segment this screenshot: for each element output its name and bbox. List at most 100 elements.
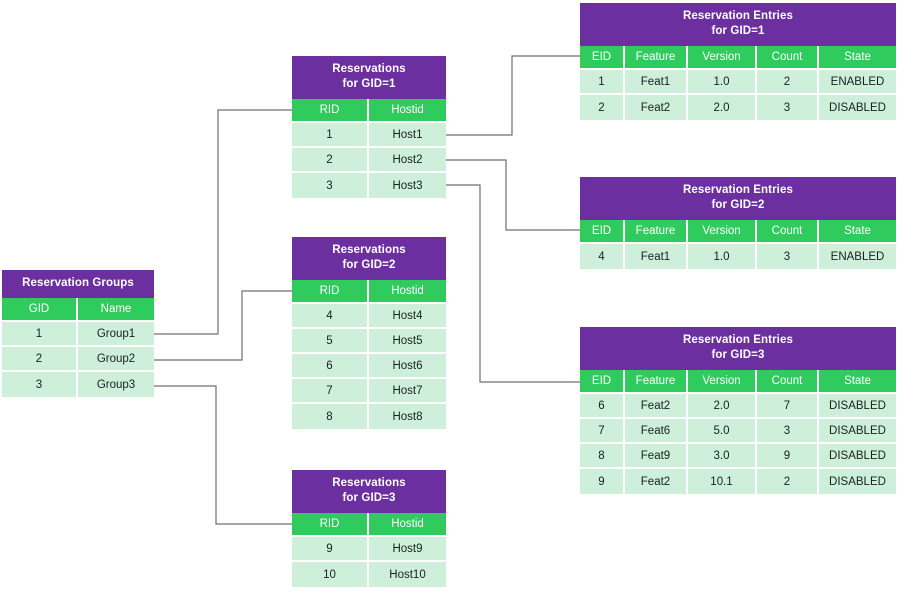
cell-state: DISABLED [819, 444, 896, 469]
table-reservations-gid3: Reservations for GID=3 RID Hostid 9 Host… [292, 470, 446, 587]
cell-rid: 3 [292, 173, 369, 198]
column-header-rid: RID [292, 280, 369, 304]
cell-feature: Feat6 [625, 419, 688, 444]
table-header-row: EID Feature Version Count State [580, 220, 896, 244]
cell-feature: Feat2 [625, 469, 688, 494]
cell-version: 3.0 [688, 444, 757, 469]
cell-hostid: Host7 [369, 379, 446, 404]
cell-eid: 7 [580, 419, 625, 444]
cell-name: Group3 [78, 372, 154, 397]
table-row[interactable]: 3 Host3 [292, 173, 446, 198]
cell-state: ENABLED [819, 70, 896, 95]
column-header-version: Version [688, 46, 757, 70]
table-title-reservations-gid1: Reservations for GID=1 [292, 56, 446, 99]
column-header-count: Count [757, 46, 819, 70]
cell-version: 10.1 [688, 469, 757, 494]
table-title-line1: Reservation Entries [683, 184, 793, 196]
table-row[interactable]: 6 Feat2 2.0 7 DISABLED [580, 394, 896, 419]
connector-res1-row3-to-entries3 [446, 184, 580, 383]
table-row[interactable]: 7 Feat6 5.0 3 DISABLED [580, 419, 896, 444]
cell-rid: 1 [292, 123, 369, 148]
table-row[interactable]: 2 Feat2 2.0 3 DISABLED [580, 95, 896, 120]
cell-rid: 6 [292, 354, 369, 379]
cell-hostid: Host5 [369, 329, 446, 354]
cell-hostid: Host6 [369, 354, 446, 379]
table-row[interactable]: 8 Feat9 3.0 9 DISABLED [580, 444, 896, 469]
column-header-hostid: Hostid [369, 99, 446, 123]
cell-eid: 4 [580, 244, 625, 269]
table-title-entries-gid3: Reservation Entries for GID=3 [580, 327, 896, 370]
cell-count: 2 [757, 469, 819, 494]
table-title-line1: Reservations [332, 477, 406, 489]
table-row[interactable]: 4 Feat1 1.0 3 ENABLED [580, 244, 896, 269]
column-header-state: State [819, 220, 896, 244]
table-reservations-gid2: Reservations for GID=2 RID Hostid 4 Host… [292, 237, 446, 429]
table-row[interactable]: 5 Host5 [292, 329, 446, 354]
table-title-line2: for GID=1 [342, 78, 396, 90]
table-row[interactable]: 10 Host10 [292, 562, 446, 587]
cell-version: 1.0 [688, 244, 757, 269]
cell-count: 3 [757, 419, 819, 444]
cell-count: 7 [757, 394, 819, 419]
cell-eid: 9 [580, 469, 625, 494]
table-row[interactable]: 9 Host9 [292, 537, 446, 562]
cell-name: Group2 [78, 347, 154, 372]
cell-feature: Feat1 [625, 70, 688, 95]
table-row[interactable]: 4 Host4 [292, 304, 446, 329]
table-header-row: GID Name [2, 298, 154, 322]
connector-res1-row2-to-entries2 [446, 159, 580, 231]
cell-gid: 3 [2, 372, 78, 397]
table-header-row: EID Feature Version Count State [580, 370, 896, 394]
table-header-row: RID Hostid [292, 280, 446, 304]
column-header-name: Name [78, 298, 154, 322]
table-title-line2: for GID=2 [342, 259, 396, 271]
table-row[interactable]: 6 Host6 [292, 354, 446, 379]
cell-rid: 8 [292, 404, 369, 429]
cell-state: DISABLED [819, 394, 896, 419]
cell-hostid: Host9 [369, 537, 446, 562]
table-row[interactable]: 2 Group2 [2, 347, 154, 372]
table-row[interactable]: 1 Group1 [2, 322, 154, 347]
cell-eid: 6 [580, 394, 625, 419]
cell-rid: 10 [292, 562, 369, 587]
table-title-reservations-gid3: Reservations for GID=3 [292, 470, 446, 513]
cell-version: 2.0 [688, 394, 757, 419]
connector-group3-to-res3 [154, 385, 292, 525]
connector-group1-to-res1 [154, 109, 292, 335]
column-header-feature: Feature [625, 370, 688, 394]
table-header-row: RID Hostid [292, 99, 446, 123]
column-header-hostid: Hostid [369, 513, 446, 537]
cell-name: Group1 [78, 322, 154, 347]
column-header-gid: GID [2, 298, 78, 322]
cell-hostid: Host8 [369, 404, 446, 429]
column-header-rid: RID [292, 513, 369, 537]
cell-feature: Feat2 [625, 394, 688, 419]
table-reservations-gid1: Reservations for GID=1 RID Hostid 1 Host… [292, 56, 446, 198]
table-row[interactable]: 3 Group3 [2, 372, 154, 397]
column-header-version: Version [688, 220, 757, 244]
cell-eid: 2 [580, 95, 625, 120]
connector-group2-to-res2 [154, 290, 292, 361]
table-row[interactable]: 8 Host8 [292, 404, 446, 429]
connector-res1-row1-to-entries1 [446, 55, 580, 136]
column-header-version: Version [688, 370, 757, 394]
table-reservation-entries-gid1: Reservation Entries for GID=1 EID Featur… [580, 3, 896, 120]
cell-rid: 5 [292, 329, 369, 354]
table-title-line2: for GID=3 [711, 349, 765, 361]
table-row[interactable]: 7 Host7 [292, 379, 446, 404]
cell-rid: 4 [292, 304, 369, 329]
cell-version: 5.0 [688, 419, 757, 444]
table-row[interactable]: 9 Feat2 10.1 2 DISABLED [580, 469, 896, 494]
cell-count: 2 [757, 70, 819, 95]
table-row[interactable]: 2 Host2 [292, 148, 446, 173]
cell-state: DISABLED [819, 95, 896, 120]
cell-hostid: Host10 [369, 562, 446, 587]
table-row[interactable]: 1 Host1 [292, 123, 446, 148]
column-header-state: State [819, 46, 896, 70]
cell-hostid: Host3 [369, 173, 446, 198]
cell-state: DISABLED [819, 419, 896, 444]
table-reservation-groups: Reservation Groups GID Name 1 Group1 2 G… [2, 270, 154, 397]
table-row[interactable]: 1 Feat1 1.0 2 ENABLED [580, 70, 896, 95]
table-title-line1: Reservations [332, 63, 406, 75]
